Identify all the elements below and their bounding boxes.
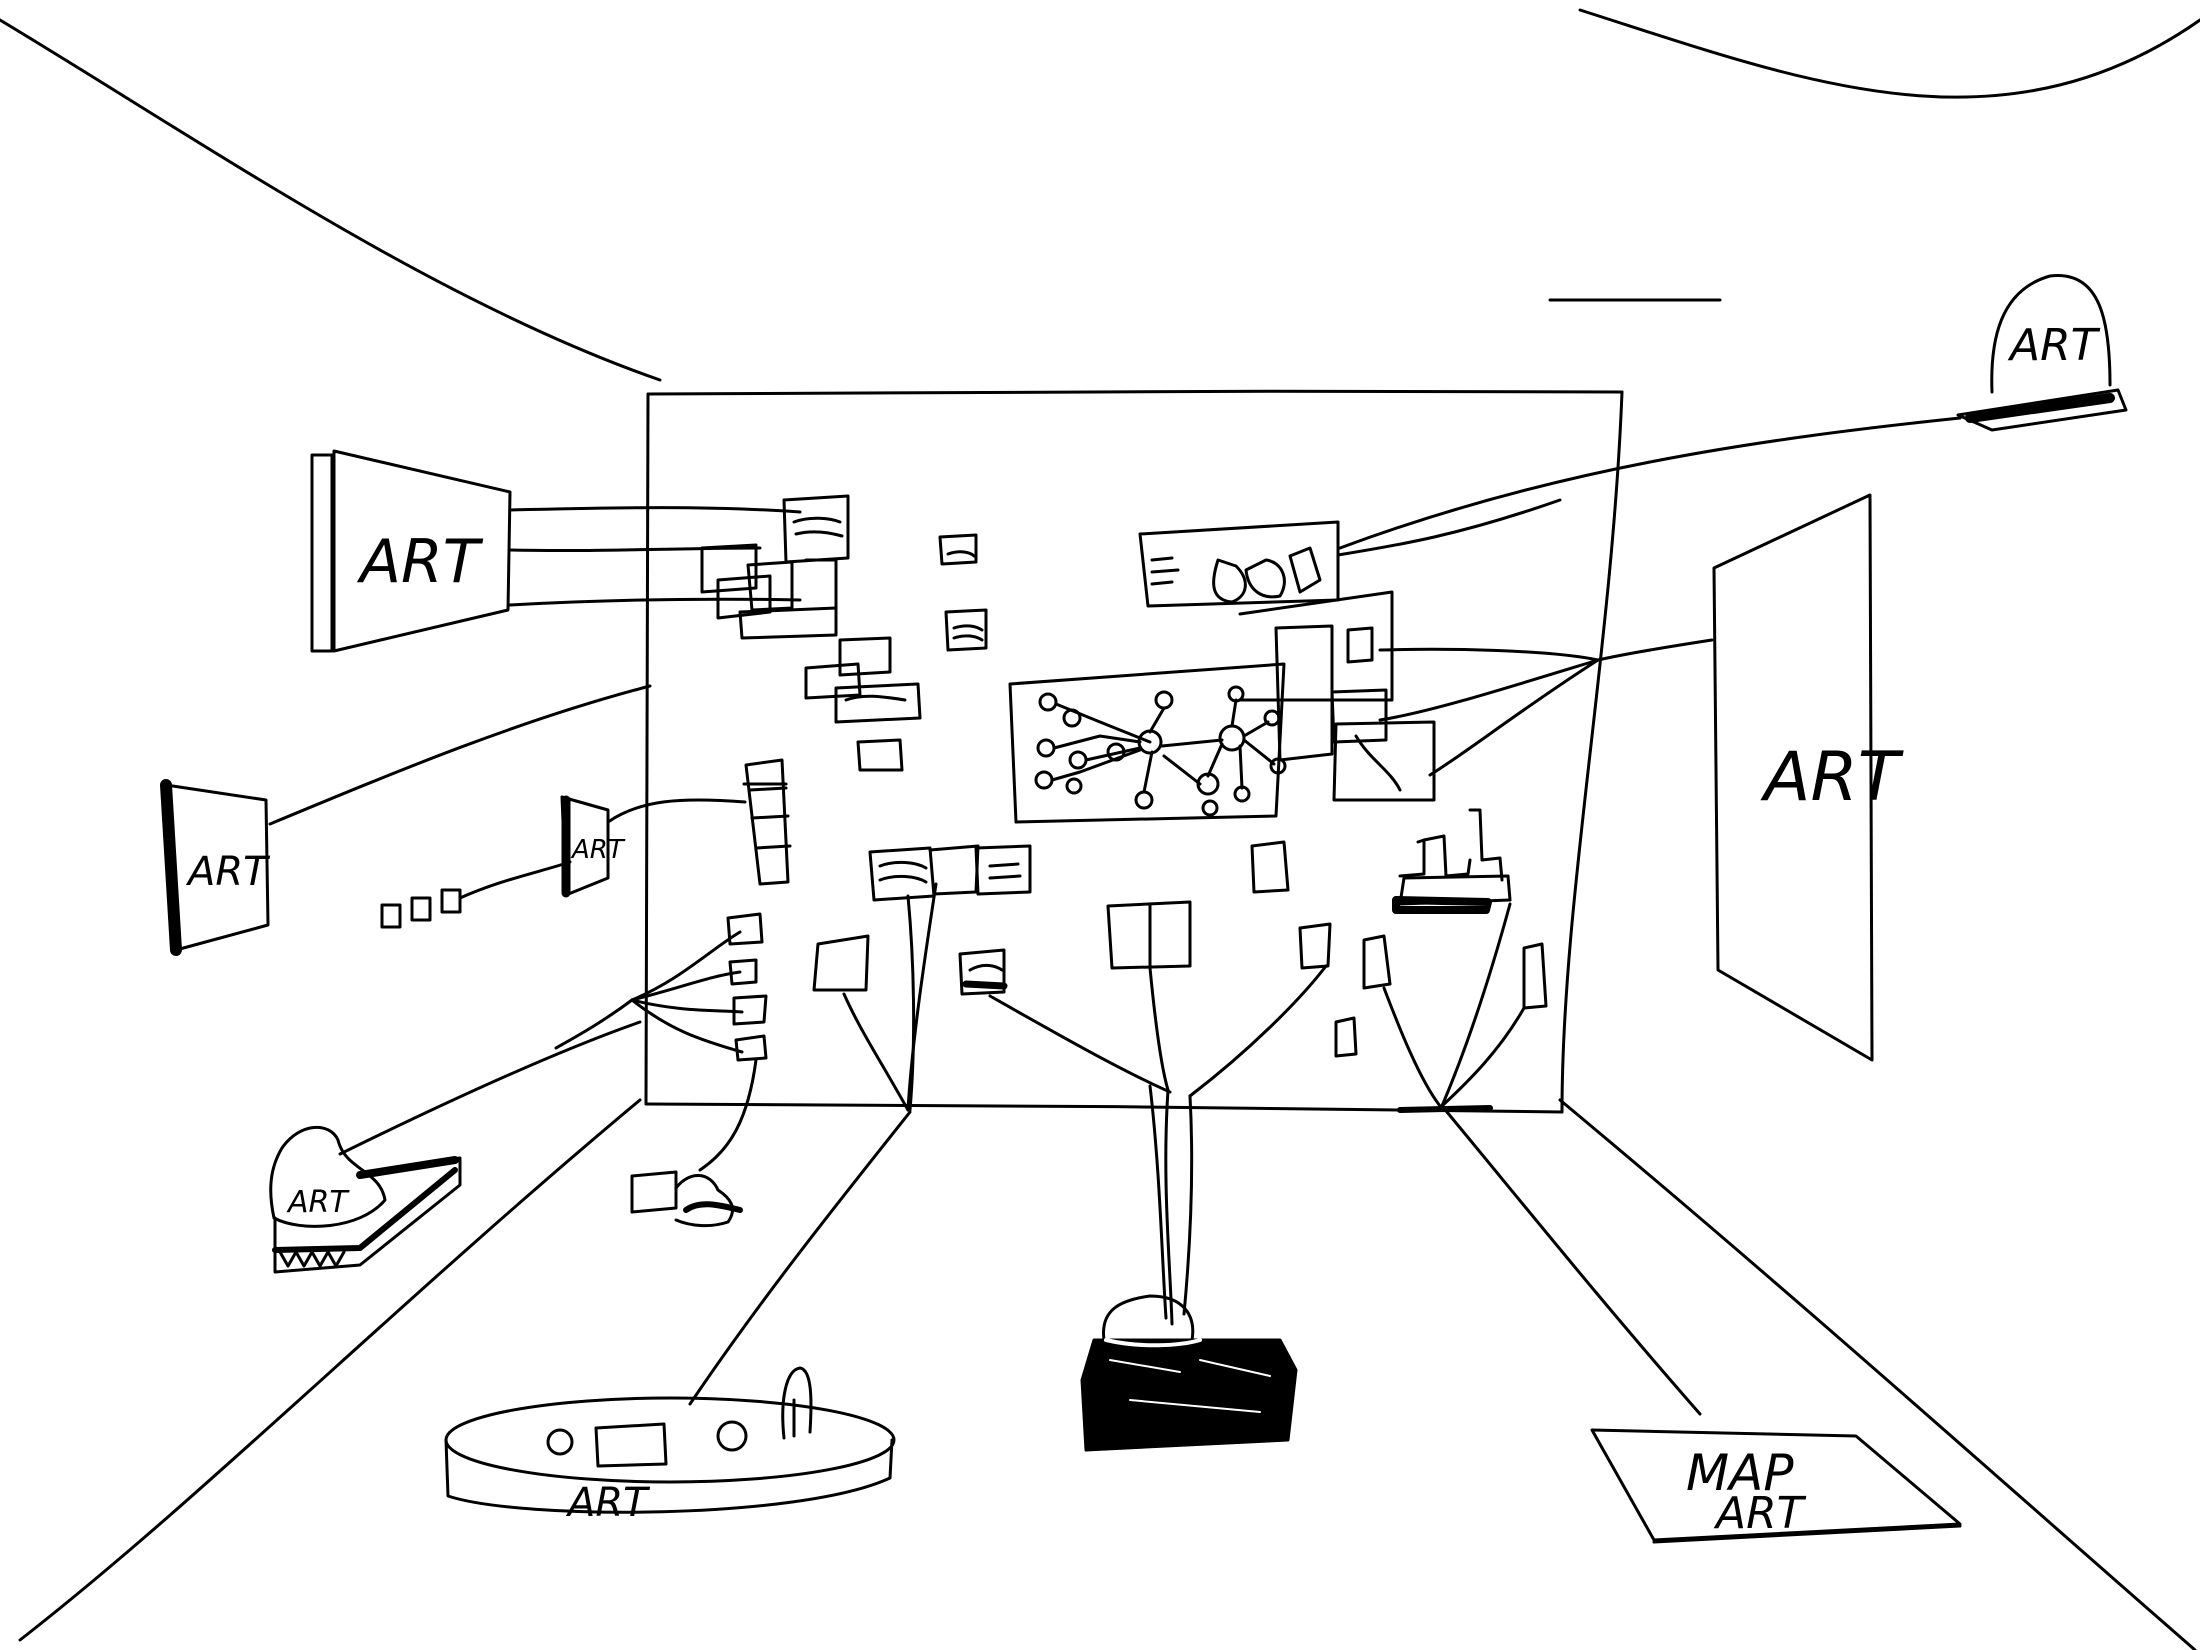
back-wall-panel-top-right	[1138, 498, 1562, 608]
art-label-left-middle: ART	[185, 849, 271, 895]
right-wall-artwork-large: ART	[1596, 493, 1904, 1062]
left-floor-sculpture: ART	[269, 1020, 642, 1274]
floor-map-artwork: MAP ART	[1590, 1428, 1962, 1544]
back-wall-panel-top-left	[700, 494, 850, 640]
art-label-left-top: ART	[356, 527, 484, 597]
left-wall-artwork-middle: ART	[160, 684, 652, 956]
art-label-left-small: ART	[570, 835, 626, 865]
left-wall-dark-artwork: ART	[560, 795, 747, 898]
left-wall-small-frames	[380, 860, 572, 929]
art-label-table: ART	[565, 1480, 651, 1526]
floor-table-artwork: ART	[444, 1366, 896, 1526]
map-label-line1: MAP	[1686, 1444, 1794, 1502]
art-label-right-top: ART	[2007, 320, 2101, 371]
back-floor-small-sculpture	[630, 1058, 758, 1228]
back-wall-panel-right-stack	[1238, 590, 1436, 802]
map-label-line2: ART	[1713, 1488, 1807, 1539]
right-wall-artwork-top: ART	[1338, 274, 2128, 550]
floor-cables	[688, 882, 1702, 1416]
back-wall-lower-row	[726, 840, 1290, 1062]
art-label-right-large: ART	[1760, 738, 1904, 817]
room-perspective-lines	[0, 8, 2200, 1650]
right-hub-connections	[1378, 647, 1600, 777]
back-wall-panel-mid-left	[804, 636, 922, 772]
left-wall-artwork-top: ART	[310, 449, 802, 653]
back-wall-sculpture-right	[1392, 808, 1512, 914]
network-diagram-panel	[1008, 662, 1287, 824]
back-wall-vertical-stack	[742, 758, 792, 886]
left-hub-connections	[554, 930, 744, 1054]
floor-pedestal-center	[1080, 1294, 1298, 1452]
back-wall-small-screens	[938, 533, 988, 652]
back-wall-bottom-screens	[812, 900, 1548, 1058]
art-label-left-floor: ART	[286, 1185, 350, 1220]
